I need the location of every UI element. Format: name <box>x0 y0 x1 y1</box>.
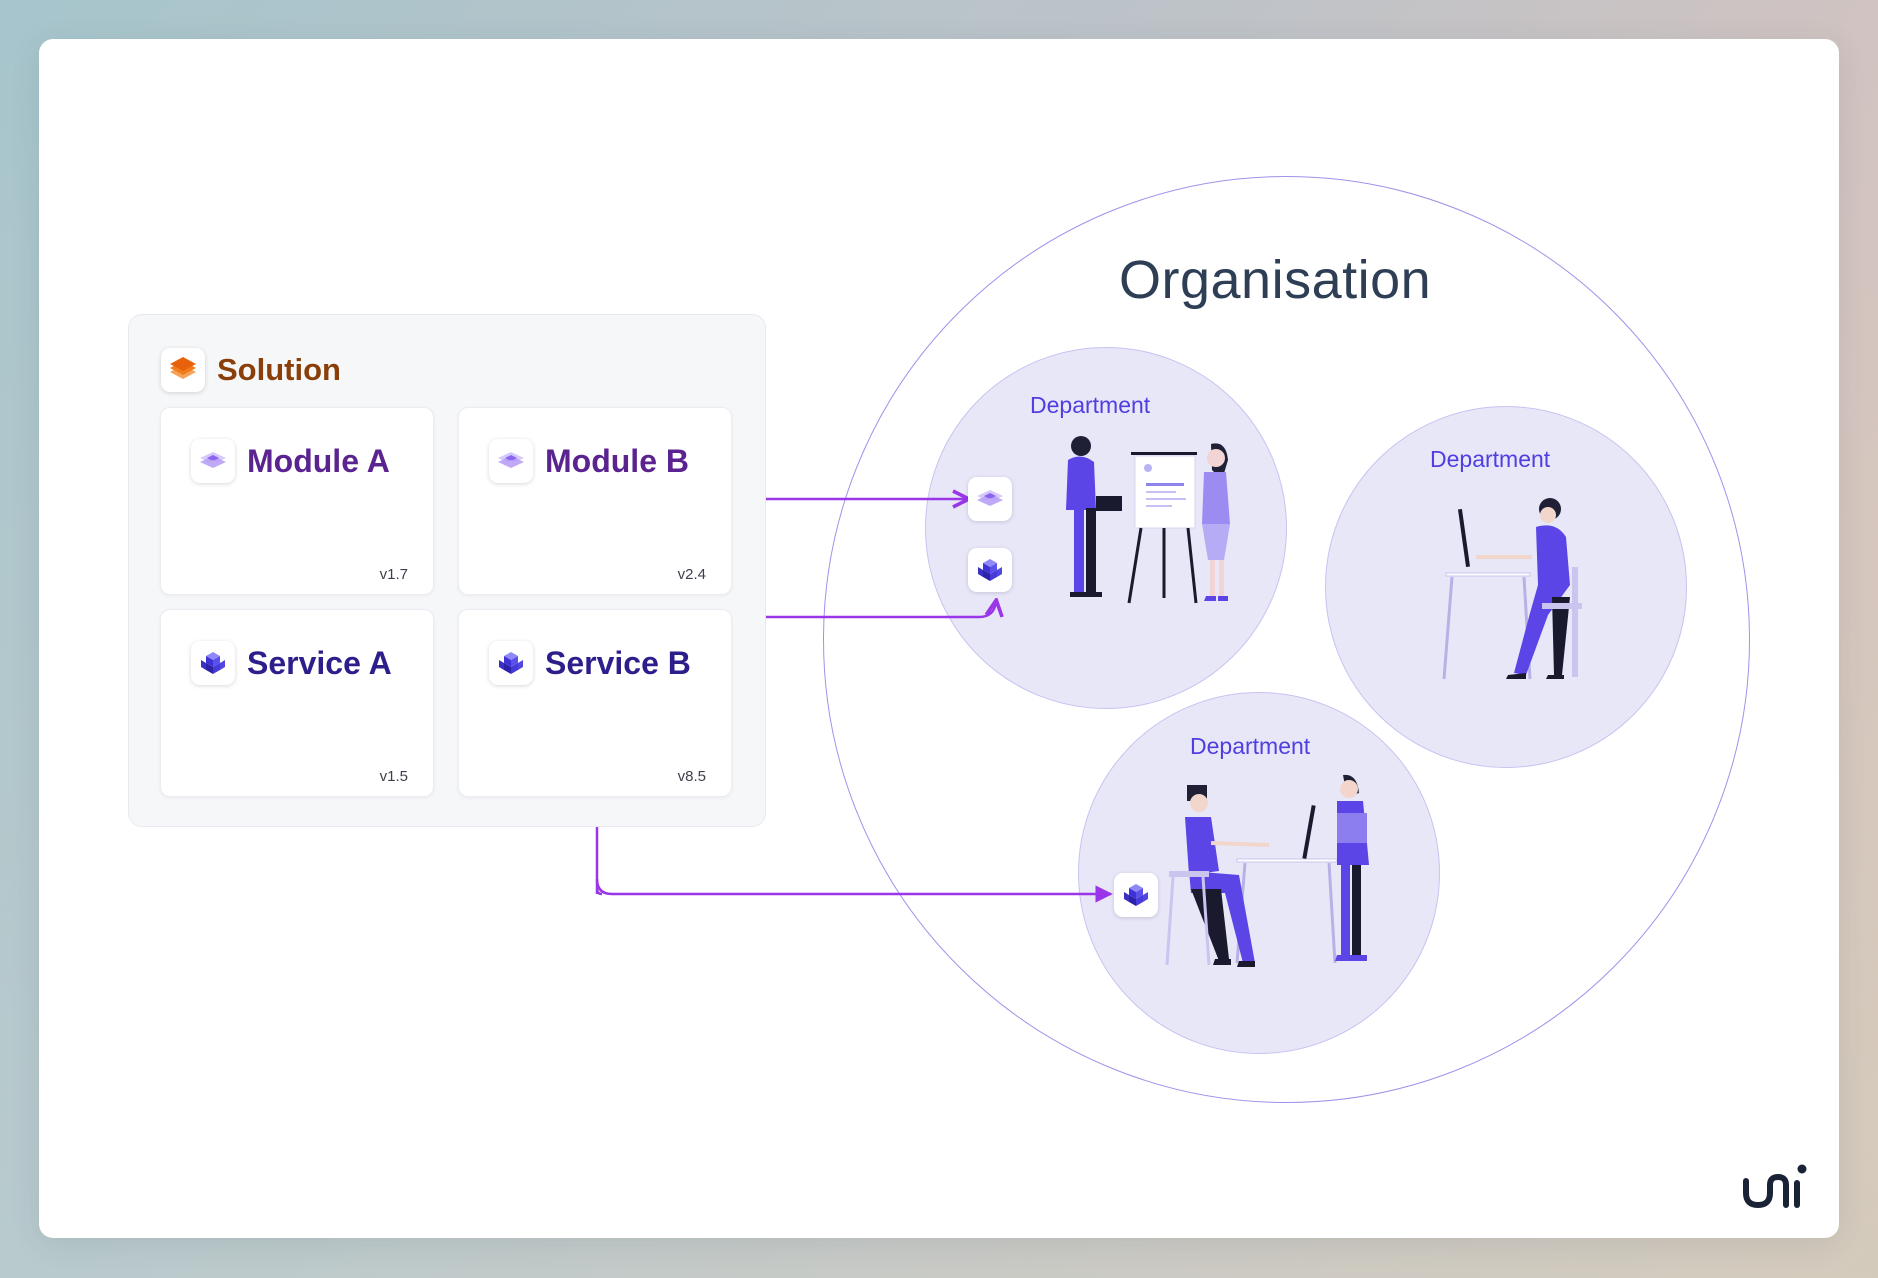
service-b-card[interactable]: Service B v8.5 <box>458 609 732 797</box>
organisation-title: Organisation <box>1119 250 1432 310</box>
layers-icon <box>170 357 196 379</box>
uni-logo <box>1743 1164 1807 1209</box>
service-cubes-icon <box>978 559 1002 581</box>
department-label-2: Department <box>1430 446 1551 472</box>
module-a-version: v1.7 <box>379 566 408 583</box>
diagram-canvas: Organisation <box>39 39 1839 1238</box>
module-a-name: Module A <box>247 442 390 479</box>
solution-panel: Solution Module A v1.7 <box>128 314 766 827</box>
deployed-module-b-icon[interactable] <box>968 477 1012 521</box>
department-label-3: Department <box>1190 733 1311 759</box>
module-a-icon-tile <box>191 439 235 483</box>
service-cubes-icon <box>1124 884 1148 906</box>
service-b-version: v8.5 <box>677 768 706 785</box>
service-b-icon-tile <box>489 641 533 685</box>
deployed-service-a-icon[interactable] <box>968 548 1012 592</box>
organisation-circle <box>823 176 1750 1103</box>
service-a-version: v1.5 <box>379 768 408 785</box>
service-a-card[interactable]: Service A v1.5 <box>160 609 434 797</box>
service-a-icon-tile <box>191 641 235 685</box>
deployed-service-b-icon[interactable] <box>1114 873 1158 917</box>
module-grid-icon <box>498 452 524 468</box>
module-b-version: v2.4 <box>677 566 706 583</box>
module-b-icon-tile <box>489 439 533 483</box>
service-cubes-icon <box>499 652 523 674</box>
computer-worker-illustration <box>1442 498 1582 680</box>
solution-icon-tile <box>161 348 205 392</box>
module-grid-icon <box>200 452 226 468</box>
department-circle-2 <box>1325 406 1687 768</box>
department-label-1: Department <box>1030 392 1151 418</box>
module-grid-icon <box>977 490 1003 506</box>
desk-meeting-illustration <box>1165 774 1369 967</box>
module-b-card[interactable]: Module B v2.4 <box>458 407 732 595</box>
solution-header: Solution <box>161 348 341 392</box>
department-circle-1 <box>925 347 1287 709</box>
service-a-name: Service A <box>247 644 392 681</box>
service-b-name: Service B <box>545 644 691 681</box>
solution-title: Solution <box>217 352 341 387</box>
module-a-card[interactable]: Module A v1.7 <box>160 407 434 595</box>
service-cubes-icon <box>201 652 225 674</box>
whiteboard-meeting-illustration <box>1066 436 1230 604</box>
module-b-name: Module B <box>545 442 689 479</box>
